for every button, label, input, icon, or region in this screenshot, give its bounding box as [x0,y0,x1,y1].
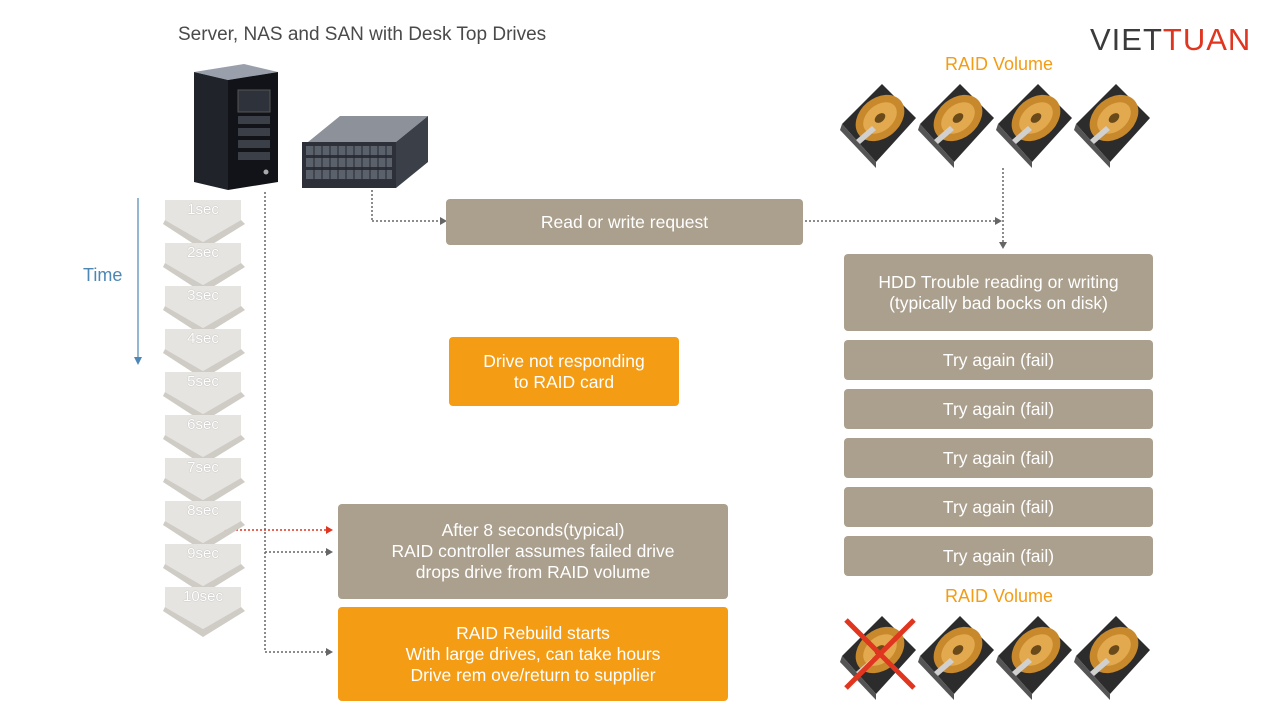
time-step-label: 10sec [182,588,224,605]
failed-drive-cross-icon [844,618,916,690]
drive-not-responding-box: Drive not responding to RAID card [449,337,679,406]
raid-rebuild-box: RAID Rebuild starts With large drives, c… [338,607,728,701]
hard-drive-icon [1074,84,1150,168]
raid-volume-top-drives [838,78,1158,174]
hard-drive-icon [840,84,916,168]
time-step-label: 9sec [187,545,219,562]
time-step-label: 5sec [187,373,219,390]
try-again-box: Try again (fail) [844,487,1153,527]
try-again-box: Try again (fail) [844,536,1153,576]
raid-volume-bottom-drives [838,610,1158,706]
try-again-box: Try again (fail) [844,438,1153,478]
time-step: 10sec [163,585,247,643]
time-step-label: 3sec [187,287,219,304]
try-again-box: Try again (fail) [844,340,1153,380]
raid-volume-label-bottom: RAID Volume [945,586,1054,606]
hard-drive-icon [996,84,1072,168]
hdd-trouble-box: HDD Trouble reading or writing (typicall… [844,254,1153,331]
hard-drive-icon [918,616,994,700]
raid-volume-label-top: RAID Volume [945,54,1054,74]
time-step-label: 7sec [187,459,219,476]
time-step-label: 2sec [187,244,219,261]
hard-drive-icon [996,616,1072,700]
hard-drive-icon [1074,616,1150,700]
logo: VIETTUAN [1090,22,1251,58]
time-step-label: 1sec [187,201,219,218]
time-label: Time [83,265,123,285]
time-step-label: 4sec [187,330,219,347]
tower-server-icon [194,64,278,190]
logo-part1: VIET [1090,22,1163,57]
time-step-label: 6sec [187,416,219,433]
rack-server-icon [302,116,428,188]
hard-drive-icon [918,84,994,168]
read-write-request-box: Read or write request [446,199,803,245]
logo-part2: TUAN [1162,22,1252,57]
diagram-title: Server, NAS and SAN with Desk Top Drives [178,24,547,45]
try-again-box: Try again (fail) [844,389,1153,429]
time-step-label: 8sec [187,502,219,519]
time-step: 8sec [163,499,247,557]
after-8-seconds-box: After 8 seconds(typical) RAID controller… [338,504,728,599]
